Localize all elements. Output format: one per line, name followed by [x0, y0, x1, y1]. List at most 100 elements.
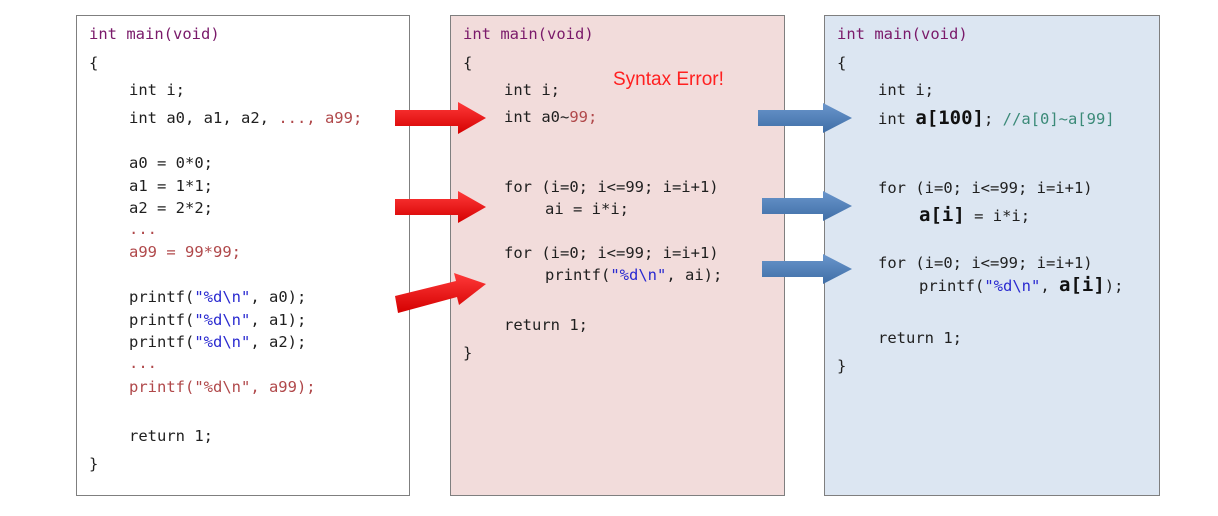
- code-line-printf-array: printf("%d\n", a[i]);: [919, 275, 1123, 296]
- code-text: ,: [1040, 277, 1059, 295]
- code-string: "%d\n": [194, 311, 251, 329]
- red-arrow-icon: [395, 273, 486, 313]
- code-panel-invalid: int main(void) { int i; Syntax Error! in…: [450, 15, 785, 496]
- code-line-close-brace: }: [89, 454, 98, 474]
- code-text: );: [1104, 277, 1124, 295]
- code-text: for (i=0; i<=99; i=i+1): [504, 178, 719, 196]
- code-string: "%d\n": [194, 288, 251, 306]
- code-text: a0 = 0*0;: [129, 154, 213, 172]
- code-line-decl-i: int i;: [878, 80, 934, 100]
- code-line-assign-a0: a0 = 0*0;: [129, 153, 213, 173]
- code-text: return 1;: [504, 316, 588, 334]
- code-line-printf-a1: printf("%d\n", a1);: [129, 310, 306, 330]
- code-text: int i;: [878, 81, 934, 99]
- code-line-return: return 1;: [504, 315, 588, 335]
- code-line-close-brace: }: [463, 343, 472, 363]
- code-panel-original: int main(void) { int i; int a0, a1, a2, …: [76, 15, 410, 496]
- code-text: 99;: [569, 108, 598, 126]
- code-line-decl-array: int a[100]; //a[0]~a[99]: [878, 108, 1115, 129]
- code-line-printf-a99: printf("%d\n", a99);: [129, 377, 316, 397]
- code-text: a2 = 2*2;: [129, 199, 213, 217]
- code-text: ...: [129, 354, 157, 372]
- code-line-decl-vars: int a0, a1, a2, ..., a99;: [129, 108, 362, 128]
- code-text: printf(: [129, 333, 195, 351]
- code-line-main: int main(void): [463, 24, 594, 44]
- code-panel-array: int main(void) { int i; int a[100]; //a[…: [824, 15, 1160, 496]
- code-line-printf-ai: printf("%d\n", ai);: [545, 265, 722, 285]
- code-text: {: [89, 54, 99, 72]
- code-line-assign-a2: a2 = 2*2;: [129, 198, 213, 218]
- code-line-assign-ai: ai = i*i;: [545, 199, 629, 219]
- code-line-for-assign: for (i=0; i<=99; i=i+1): [504, 177, 719, 197]
- code-text: , ai);: [666, 266, 723, 284]
- code-line-decl-i: int i;: [504, 80, 560, 100]
- code-line-return: return 1;: [878, 328, 962, 348]
- code-text: int main(void): [837, 25, 968, 43]
- code-text: int i;: [129, 81, 185, 99]
- code-text: ..., a99;: [278, 109, 363, 127]
- code-text: printf(: [919, 277, 985, 295]
- code-text: int: [878, 110, 916, 128]
- blue-arrow-icon: [758, 103, 852, 133]
- code-text: printf(: [129, 288, 195, 306]
- code-text: , a1);: [250, 311, 307, 329]
- code-text: for (i=0; i<=99; i=i+1): [878, 179, 1093, 197]
- code-text: ;: [983, 110, 994, 128]
- code-text: a1 = 1*1;: [129, 177, 213, 195]
- syntax-error-label: Syntax Error!: [613, 69, 724, 90]
- code-line-close-brace: }: [837, 356, 846, 376]
- code-line-assign-array: a[i] = i*i;: [919, 205, 1030, 226]
- red-arrow-icon: [395, 191, 486, 223]
- code-text: printf("%d\n", a99);: [129, 378, 316, 396]
- code-comment: //a[0]~a[99]: [1002, 110, 1115, 128]
- code-line-assign-a1: a1 = 1*1;: [129, 176, 213, 196]
- code-line-main: int main(void): [837, 24, 968, 44]
- code-text: return 1;: [129, 427, 213, 445]
- code-line-for-assign: for (i=0; i<=99; i=i+1): [878, 178, 1093, 198]
- code-text: for (i=0; i<=99; i=i+1): [878, 254, 1093, 272]
- code-line-main: int main(void): [89, 24, 220, 44]
- red-arrow-icon: [395, 102, 486, 134]
- code-string: "%d\n": [610, 266, 667, 284]
- code-text: }: [463, 344, 473, 362]
- code-line-ellipsis: ...: [129, 353, 157, 373]
- code-text: , a2);: [250, 333, 307, 351]
- code-line-decl-range: int a0~99;: [504, 107, 597, 127]
- code-string: "%d\n": [194, 333, 251, 351]
- code-text: int i;: [504, 81, 560, 99]
- code-text: }: [837, 357, 847, 375]
- code-line-open-brace: {: [837, 53, 846, 73]
- code-highlight: a[i]: [919, 204, 965, 226]
- code-text: ai = i*i;: [545, 200, 629, 218]
- code-line-ellipsis: ...: [129, 219, 157, 239]
- code-line-return: return 1;: [129, 426, 213, 446]
- code-line-decl-i: int i;: [129, 80, 185, 100]
- code-text: int a0, a1, a2,: [129, 109, 279, 127]
- code-line-open-brace: {: [89, 53, 98, 73]
- code-text: }: [89, 455, 99, 473]
- code-text: for (i=0; i<=99; i=i+1): [504, 244, 719, 262]
- code-text: int main(void): [89, 25, 220, 43]
- code-line-printf-a0: printf("%d\n", a0);: [129, 287, 306, 307]
- code-line-for-print: for (i=0; i<=99; i=i+1): [878, 253, 1093, 273]
- code-text: printf(: [129, 311, 195, 329]
- code-line-for-print: for (i=0; i<=99; i=i+1): [504, 243, 719, 263]
- code-text: int a0~: [504, 108, 570, 126]
- code-text: ...: [129, 220, 157, 238]
- code-text: = i*i;: [964, 207, 1031, 225]
- code-string: "%d\n": [984, 277, 1041, 295]
- code-text: {: [837, 54, 847, 72]
- code-line-printf-a2: printf("%d\n", a2);: [129, 332, 306, 352]
- code-text: return 1;: [878, 329, 962, 347]
- code-text: a99 = 99*99;: [129, 243, 241, 261]
- code-line-assign-a99: a99 = 99*99;: [129, 242, 241, 262]
- code-highlight: a[i]: [1059, 274, 1105, 296]
- code-line-open-brace: {: [463, 53, 472, 73]
- code-highlight: a[100]: [915, 107, 984, 129]
- code-text: int main(void): [463, 25, 594, 43]
- code-text: {: [463, 54, 473, 72]
- blue-arrow-icon: [762, 254, 852, 284]
- code-text: printf(: [545, 266, 611, 284]
- blue-arrow-icon: [762, 191, 852, 221]
